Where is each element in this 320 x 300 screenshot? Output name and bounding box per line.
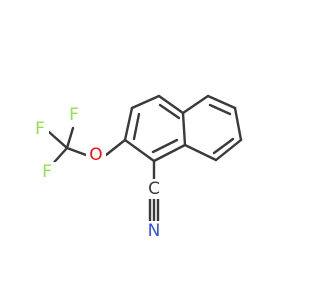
bond-ring-6 (123, 138, 156, 163)
chemical-structure-diagram: F F F O C N (31, 94, 243, 241)
bond-right-3 (233, 106, 243, 142)
bond-c-f-left (47, 130, 69, 150)
atom-f-left: F (31, 119, 49, 139)
atom-f-left-label: F (35, 119, 45, 139)
atom-n: N (144, 221, 164, 241)
bond-ring-5 (152, 143, 187, 163)
atom-c-nitrile-label: C (148, 179, 160, 199)
bond-ring-3-double (158, 103, 181, 120)
atom-c-nitrile: C (145, 179, 163, 199)
bond-right-1 (181, 94, 210, 115)
bond-right-2-double (208, 103, 232, 116)
bond-right-4-double (212, 137, 235, 155)
atom-o: O (86, 145, 106, 165)
bond-c-o (65, 146, 88, 157)
bond-right-2 (206, 94, 237, 110)
bond-right-4 (214, 138, 243, 162)
bond-right-5 (183, 143, 218, 162)
bond-ring-3 (157, 94, 185, 115)
bond-c-f-top (65, 126, 75, 150)
atom-f-bottom: F (38, 162, 56, 182)
bonds (47, 94, 243, 223)
bond-o-ring (104, 138, 127, 157)
chemical-structure-canvas: F F F O C N (31, 94, 243, 241)
bond-ring-1-double (132, 112, 141, 141)
bond-ring-1 (123, 106, 134, 142)
bond-ring-2 (130, 94, 161, 110)
bond-ring-5-double (151, 138, 179, 154)
atom-f-bottom-label: F (42, 162, 52, 182)
bond-ring-4 (181, 111, 187, 147)
atom-o-label: O (89, 145, 102, 165)
atom-f-top-label: F (69, 105, 79, 125)
atom-n-label: N (148, 221, 161, 241)
atom-labels: F F F O C N (31, 105, 164, 241)
atom-f-top: F (65, 105, 83, 125)
